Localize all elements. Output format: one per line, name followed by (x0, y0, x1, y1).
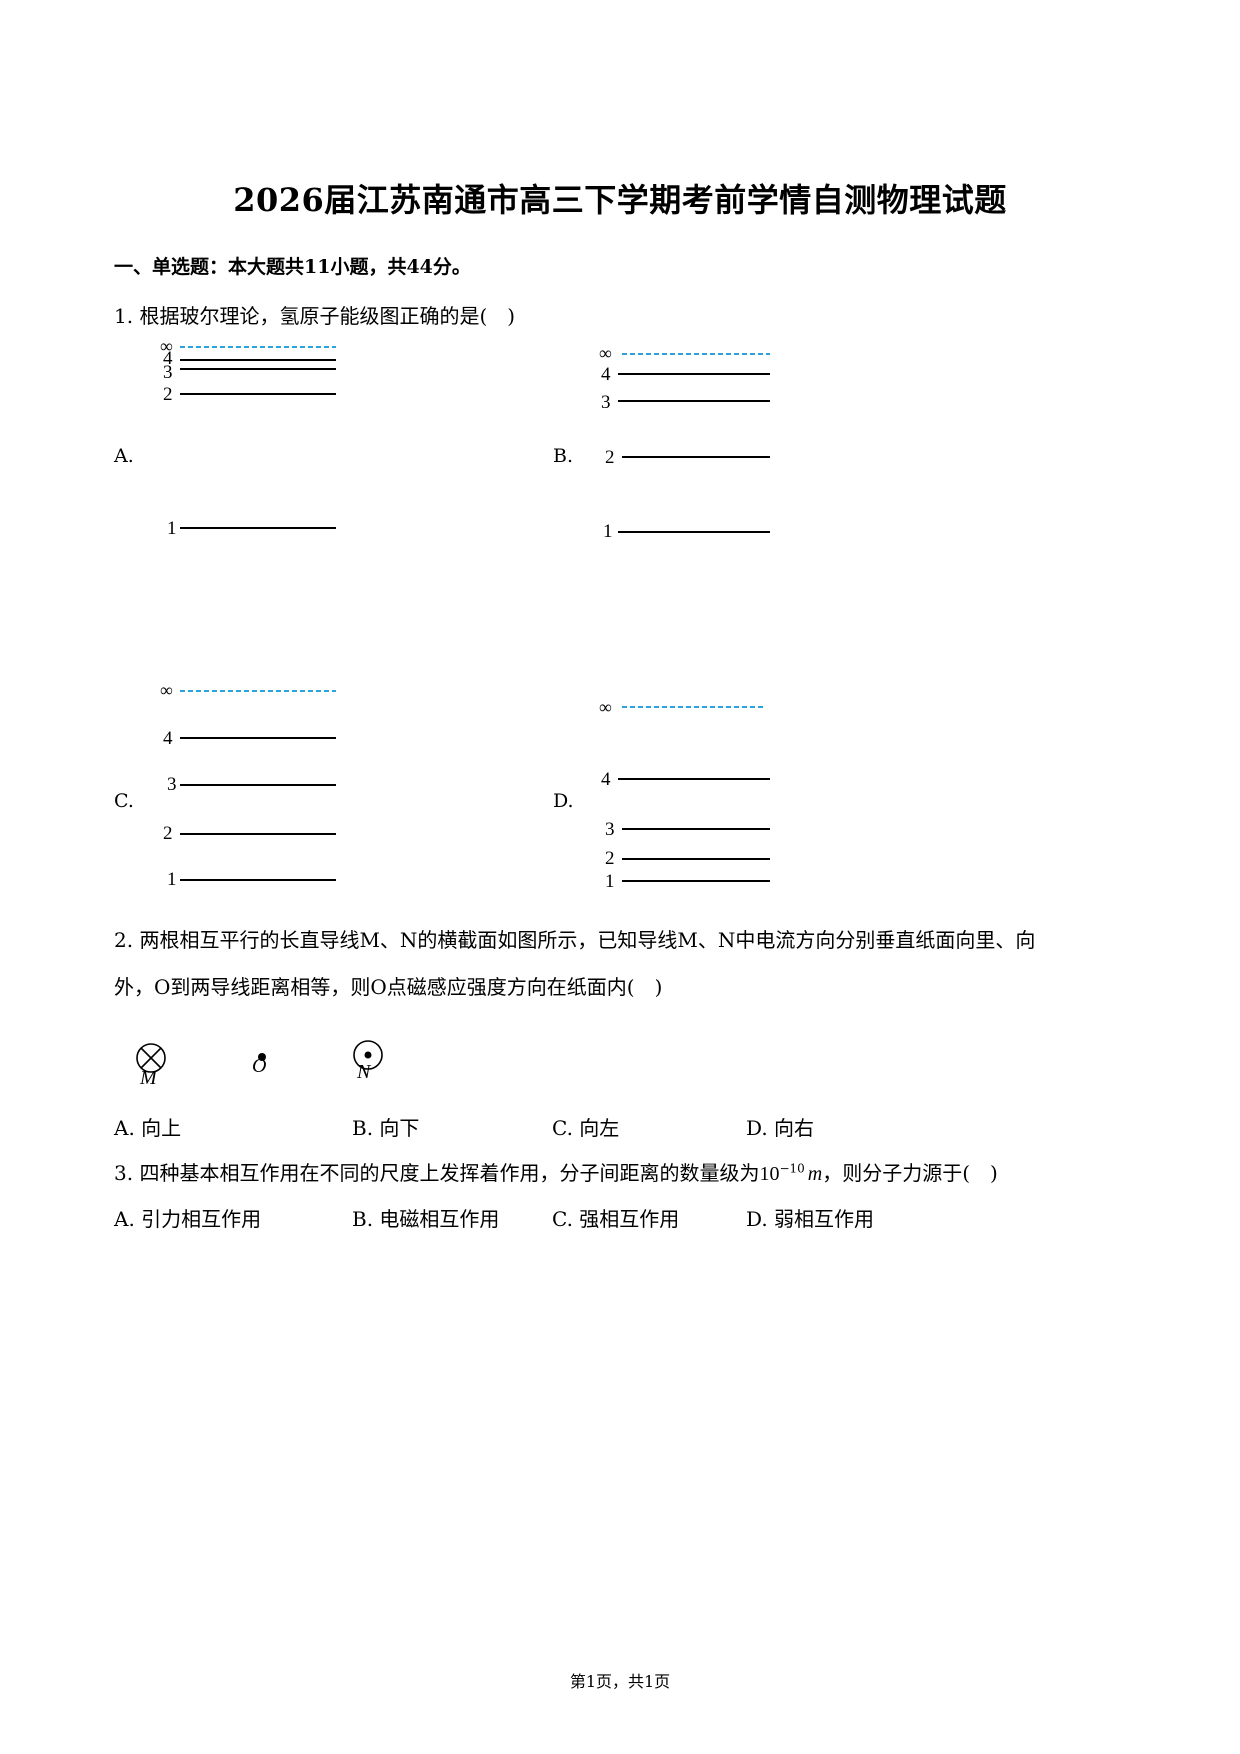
diagram-b-label-3: 3 (601, 392, 611, 413)
question-3-stem-post: ，则分子力源于( ) (822, 1161, 998, 1185)
diagram-b-label-1: 1 (603, 521, 613, 542)
diagram-b (618, 353, 770, 533)
diagram-a-label-inf: ∞ (160, 336, 173, 356)
wire-n (353, 1040, 383, 1070)
diagram-a-label-2: 2 (163, 384, 173, 405)
diagram-d-label-2: 2 (605, 848, 615, 869)
diagram-a-label-3: 3 (163, 362, 173, 383)
wire-m-label: M (140, 1067, 157, 1089)
q3-option-a[interactable]: A. 引力相互作用 (114, 1207, 262, 1231)
question-3-stem-pre: 3. 四种基本相互作用在不同的尺度上发挥着作用，分子间距离的数量级为 (114, 1161, 760, 1185)
diagram-d-label-inf: ∞ (599, 697, 612, 717)
q3-option-d[interactable]: D. 弱相互作用 (746, 1207, 875, 1231)
q1-option-d-label: D. (553, 790, 574, 812)
diagram-a (180, 346, 336, 529)
point-o-label: O (252, 1055, 267, 1077)
diagram-c-label-2: 2 (163, 823, 173, 844)
diagram-c-label-4: 4 (163, 728, 173, 749)
q1-option-a-label: A. (114, 445, 134, 467)
q2-option-a[interactable]: A. 向上 (114, 1116, 182, 1140)
diagram-b-label-2: 2 (605, 447, 615, 468)
diagram-c (180, 690, 336, 881)
q3-option-b[interactable]: B. 电磁相互作用 (352, 1207, 500, 1231)
diagram-a-label-4: 4 (163, 348, 173, 369)
diagram-c-label-1: 1 (167, 869, 177, 890)
page-footer: 第1页，共1页 (569, 1672, 671, 1691)
question-3-power-exponent: −10 (779, 1161, 805, 1176)
section-heading: 一、单选题：本大题共11小题，共44分。 (114, 256, 471, 278)
page-title: 2026届江苏南通市高三下学期考前学情自测物理试题 (233, 181, 1007, 219)
wire-m (136, 1043, 166, 1073)
diagram-d-label-3: 3 (605, 819, 615, 840)
q1-option-b-label: B. (553, 445, 574, 467)
diagram-c-label-3: 3 (167, 774, 177, 795)
question-3-power-base: 10 (759, 1163, 780, 1185)
diagram-d (618, 706, 770, 882)
question-3-unit: m (807, 1163, 823, 1185)
q3-option-c[interactable]: C. 强相互作用 (552, 1207, 680, 1231)
diagram-d-label-4: 4 (601, 769, 611, 790)
q2-option-c[interactable]: C. 向左 (552, 1116, 620, 1140)
diagram-d-label-1: 1 (605, 871, 615, 892)
point-o (258, 1053, 266, 1061)
diagram-b-label-4: 4 (601, 364, 611, 385)
question-2-stem-line1: 2. 两根相互平行的长直导线M、N的横截面如图所示，已知导线M、N中电流方向分别… (114, 928, 1036, 952)
q2-option-b[interactable]: B. 向下 (352, 1116, 420, 1140)
question-2-stem-line2: 外，O到两导线距离相等，则O点磁感应强度方向在纸面内( ) (114, 975, 663, 999)
wire-n-label: N (357, 1061, 371, 1083)
q1-option-c-label: C. (114, 790, 134, 812)
question-1-stem: 1. 根据玻尔理论，氢原子能级图正确的是( ) (114, 304, 516, 328)
q2-option-d[interactable]: D. 向右 (746, 1116, 815, 1140)
diagram-a-label-1: 1 (167, 518, 177, 539)
diagram-c-label-inf: ∞ (160, 680, 173, 700)
diagram-b-label-inf: ∞ (599, 343, 612, 363)
